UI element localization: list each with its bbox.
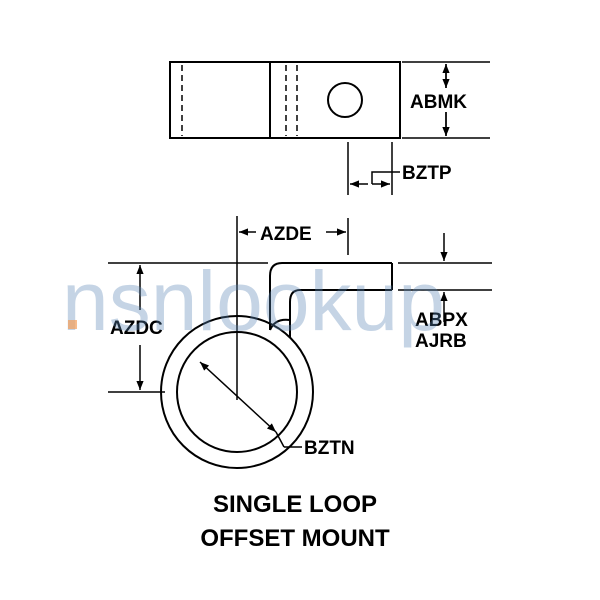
loop-transition [269, 318, 291, 331]
top-view [169, 61, 401, 139]
caption-line-2: OFFSET MOUNT [200, 525, 390, 552]
strap-inner-edge [289, 289, 392, 338]
label-abmk: ABMK [410, 92, 467, 113]
dim-bztn [199, 361, 302, 448]
top-view-body [169, 61, 401, 139]
watermark-text: nsnlookup [62, 254, 445, 348]
mounting-hole [327, 82, 363, 118]
label-azdc: AZDC [110, 318, 163, 339]
dim-azdc [108, 262, 268, 393]
strap-outer-edge [269, 262, 392, 330]
watermark: nsnlookup [62, 254, 445, 348]
label-bztn: BZTN [304, 438, 355, 459]
caption-line-1: SINGLE LOOP [213, 491, 377, 518]
watermark-dot [68, 320, 77, 329]
label-ajrb: AJRB [415, 331, 467, 352]
label-abpx: ABPX [415, 310, 468, 331]
dim-abpx [398, 233, 492, 322]
label-azde: AZDE [260, 224, 312, 245]
dim-bztp [347, 142, 400, 195]
label-bztp: BZTP [402, 163, 452, 184]
